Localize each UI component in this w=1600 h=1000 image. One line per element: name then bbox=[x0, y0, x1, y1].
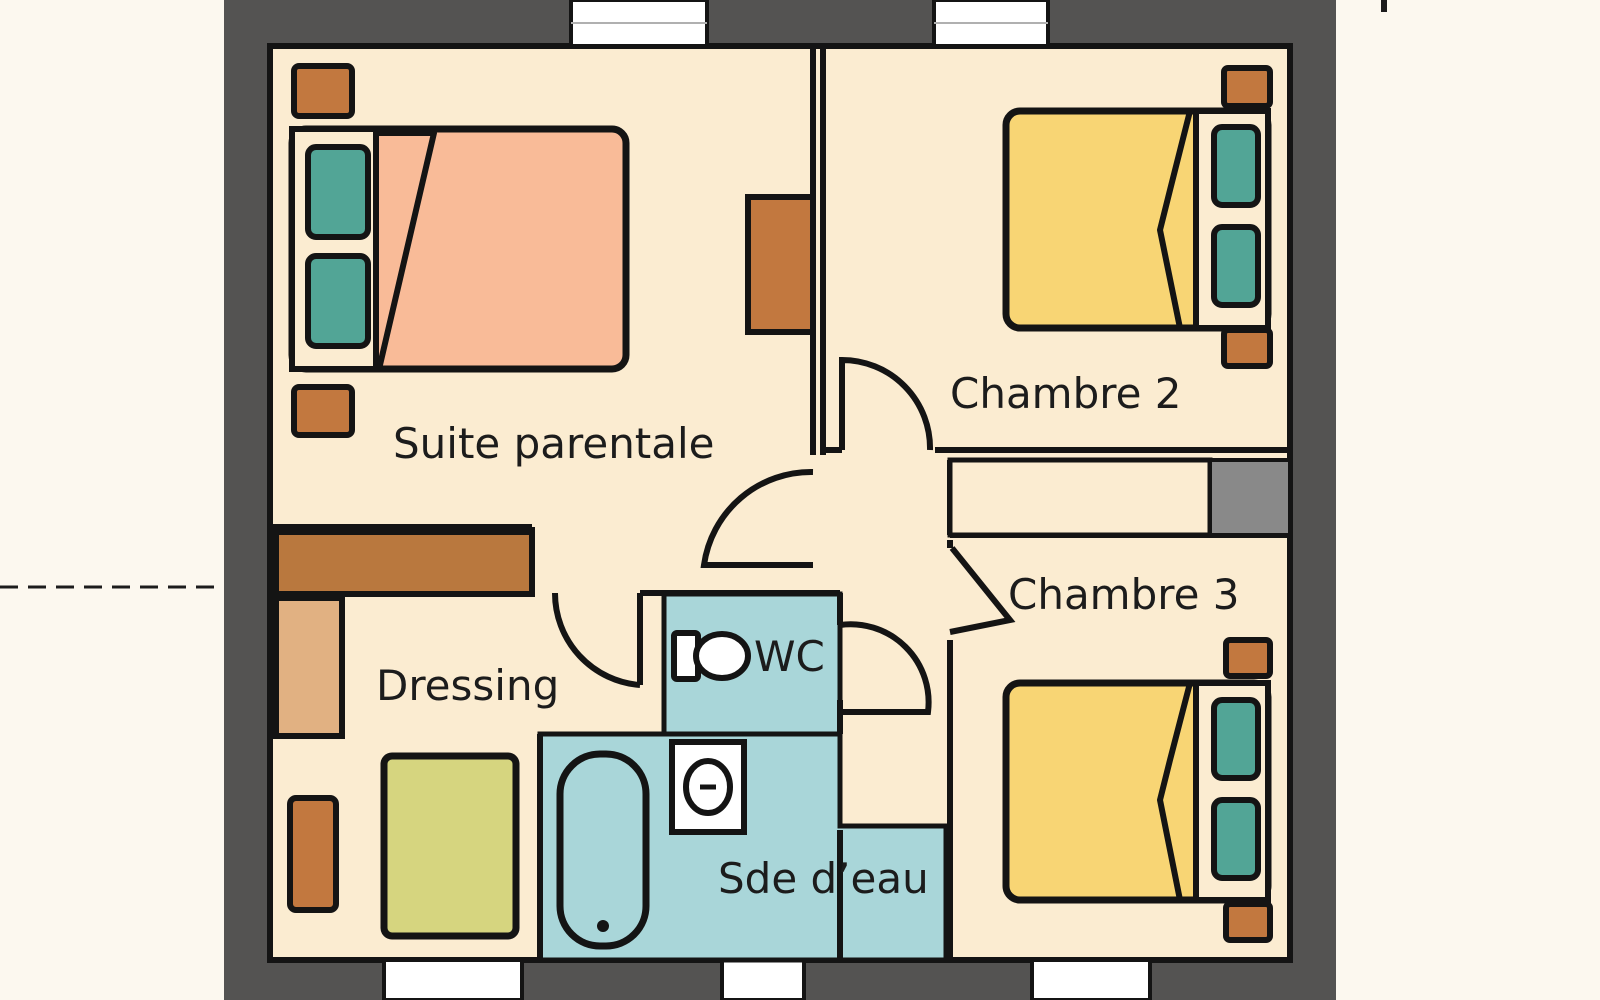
toilet bbox=[671, 630, 751, 682]
chambre-3-bed bbox=[1002, 679, 1272, 904]
wardrobe bbox=[745, 194, 816, 335]
room-label-dressing: Dressing bbox=[376, 661, 559, 710]
bathtub bbox=[556, 750, 650, 950]
pillow bbox=[1211, 797, 1261, 881]
closet-dark-block bbox=[1208, 458, 1292, 537]
pillow bbox=[305, 144, 371, 240]
bathtub-drain bbox=[597, 920, 609, 932]
nightstand bbox=[291, 384, 355, 438]
pillow bbox=[1211, 697, 1261, 781]
nightstand bbox=[1221, 327, 1273, 369]
room-label-wc: WC bbox=[754, 632, 825, 681]
room-label-chambre-2: Chambre 2 bbox=[950, 369, 1182, 418]
nightstand bbox=[1223, 637, 1273, 679]
nightstand bbox=[1223, 901, 1273, 943]
dressing-shelf-side bbox=[273, 595, 345, 739]
dressing-mat bbox=[380, 752, 520, 940]
closet-strip bbox=[947, 457, 1213, 538]
dressing-stool bbox=[287, 795, 339, 913]
chambre-2-bed bbox=[1002, 107, 1272, 332]
room-label-chambre-3: Chambre 3 bbox=[1008, 570, 1240, 619]
window-bottom-3 bbox=[1030, 958, 1152, 1000]
pillow bbox=[1211, 124, 1261, 208]
master-bed bbox=[288, 125, 630, 373]
pillow bbox=[305, 253, 371, 349]
room-label-suite-parentale: Suite parentale bbox=[393, 419, 715, 468]
window-bottom-1 bbox=[382, 958, 524, 1000]
window-bottom-2 bbox=[720, 958, 806, 1000]
dressing-shelf-long bbox=[273, 529, 535, 597]
nightstand bbox=[291, 63, 355, 119]
room-label-salle-d-eau: Sde d’eau bbox=[718, 854, 929, 903]
door-swings bbox=[551, 356, 1016, 715]
pillow bbox=[1211, 224, 1261, 308]
nightstand bbox=[1221, 65, 1273, 109]
